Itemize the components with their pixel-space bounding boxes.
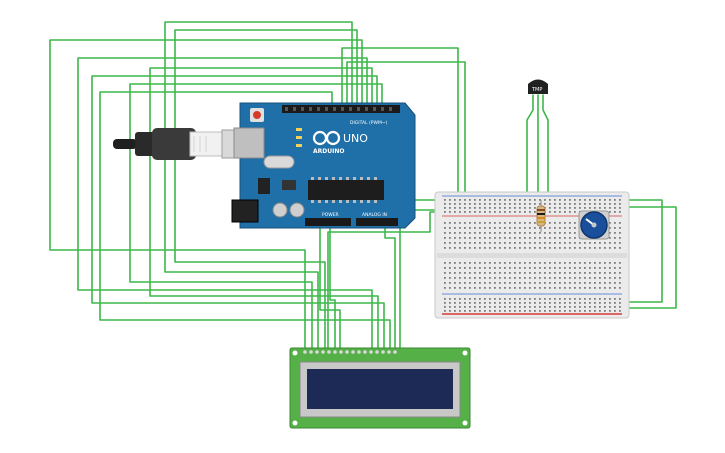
wire[interactable] — [619, 206, 677, 309]
wire[interactable] — [542, 94, 549, 206]
wire[interactable] — [346, 61, 466, 201]
wire[interactable] — [341, 47, 459, 201]
analog-header-label: ANALOG IN — [362, 212, 387, 218]
lcd-screen — [307, 369, 453, 409]
power-header-label: POWER — [322, 212, 339, 218]
wire[interactable] — [319, 225, 341, 351]
arduino-model-label: UNO — [343, 132, 368, 145]
wire[interactable] — [77, 57, 373, 351]
usb-cable[interactable] — [113, 128, 241, 160]
wire[interactable] — [327, 211, 441, 351]
power-header[interactable] — [305, 218, 351, 226]
potentiometer[interactable] — [578, 210, 610, 240]
wire[interactable] — [329, 225, 336, 351]
resistor[interactable] — [536, 200, 546, 232]
digital-header-label: DIGITAL (PWM~) — [350, 120, 388, 126]
wire[interactable] — [149, 67, 379, 351]
lcd-display[interactable] — [289, 347, 471, 429]
analog-header[interactable] — [356, 218, 398, 226]
lcd-pin-header[interactable] — [303, 350, 397, 354]
arduino-brand-label: ARDUINO — [313, 148, 344, 155]
wire[interactable] — [129, 83, 383, 351]
wire[interactable] — [99, 91, 391, 351]
wire[interactable] — [526, 94, 534, 206]
wire[interactable] — [49, 39, 363, 351]
breadboard-holes — [444, 199, 621, 312]
temperature-sensor[interactable]: TMP — [528, 79, 548, 95]
arduino-uno-board[interactable]: ARDUINO UNO DIGITAL (PWM~) POWER ANALOG … — [231, 102, 416, 229]
arduino-logo — [312, 130, 341, 146]
wire[interactable] — [619, 199, 663, 303]
temperature-sensor-label: TMP — [531, 87, 542, 93]
wire[interactable] — [91, 75, 385, 351]
